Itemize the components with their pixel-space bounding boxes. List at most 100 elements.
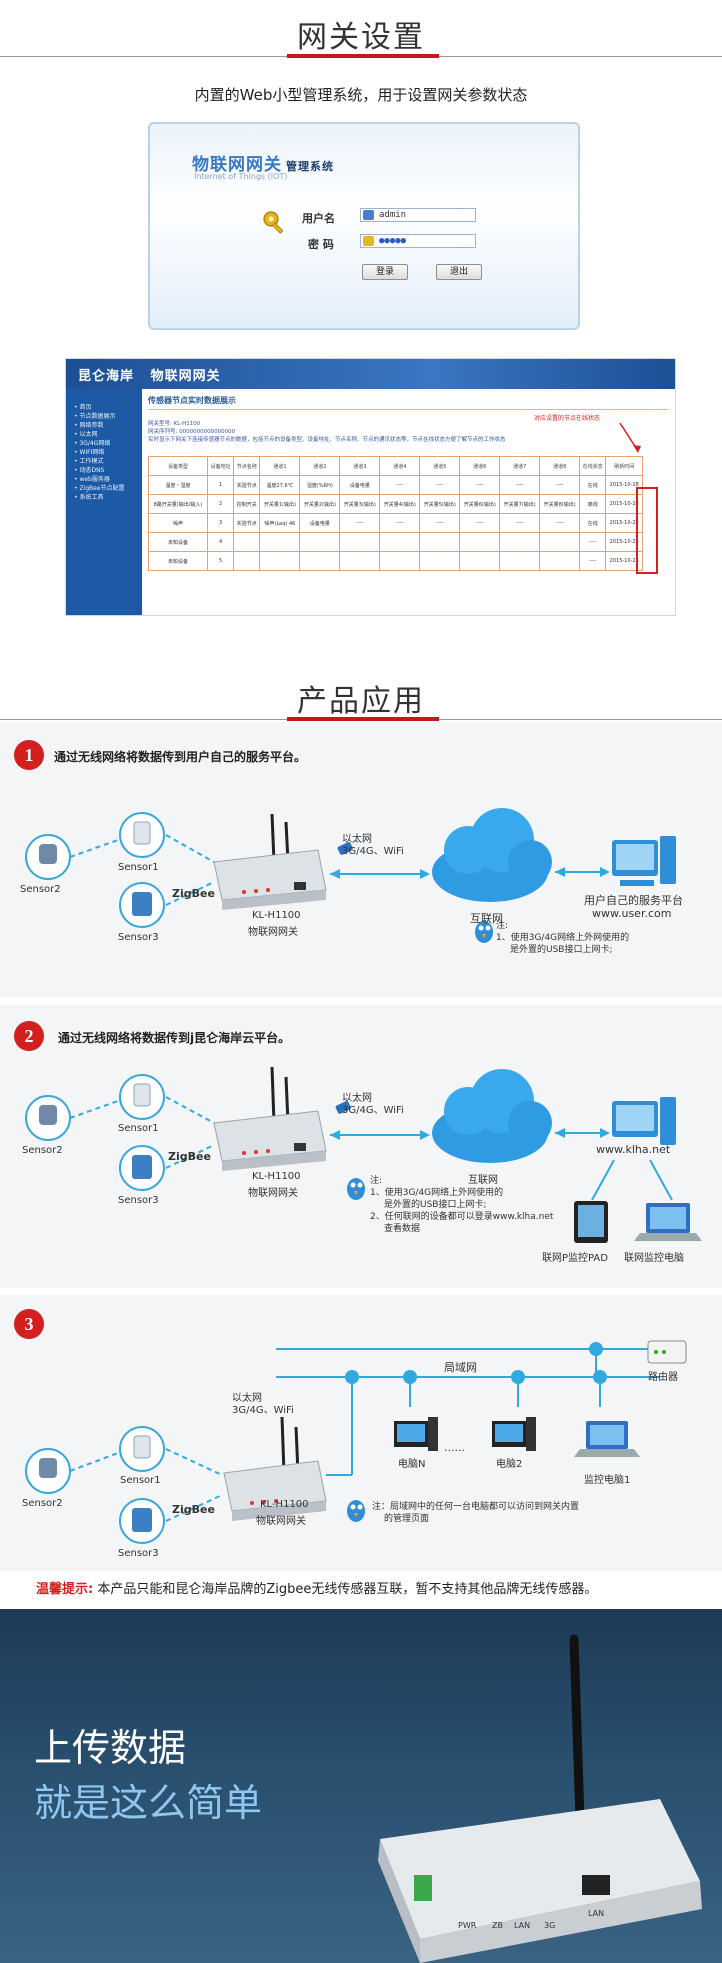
table-cell: ---- bbox=[499, 475, 541, 495]
step-number-2: 2 bbox=[14, 1021, 44, 1051]
note-title: 注: bbox=[370, 1176, 383, 1186]
table-cell: 开关量7(输出) bbox=[499, 494, 541, 514]
internet-label: 互联网 bbox=[470, 912, 503, 925]
table-cell: 设备电量 bbox=[299, 513, 341, 533]
cloud-icon bbox=[432, 808, 552, 902]
exit-button[interactable]: 退出 bbox=[436, 264, 482, 280]
sensor-icon bbox=[25, 1448, 71, 1494]
table-cell: 4 bbox=[206, 532, 235, 552]
table-header-cell: 在线状态 bbox=[579, 456, 607, 476]
table-header-cell: 节点名称 bbox=[233, 456, 261, 476]
admin-nav-item[interactable]: • 以太网 bbox=[74, 431, 98, 438]
admin-nav-item[interactable]: • 工作模式 bbox=[74, 458, 104, 465]
online-status-annotation: 对应设置的节点在线状态 bbox=[534, 415, 601, 422]
admin-nav-item[interactable]: • 节点数据展示 bbox=[74, 413, 116, 420]
table-cell: 2015-10-28 bbox=[605, 551, 643, 571]
admin-nav-item[interactable]: • 3G/4G网络 bbox=[74, 440, 111, 447]
link-label-ethernet: 以太网 bbox=[232, 1393, 262, 1404]
gateway-device-icon bbox=[223, 1416, 327, 1521]
admin-nav-item[interactable]: • ZigBee节点配置 bbox=[74, 485, 125, 492]
usb-modem-icon bbox=[335, 1101, 351, 1114]
password-input[interactable]: ●●●●● bbox=[360, 234, 476, 248]
table-cell: 开关量5(输出) bbox=[419, 494, 461, 514]
table-cell bbox=[419, 551, 461, 571]
note-line: 1、使用3G/4G网络上外网使用的 bbox=[496, 933, 630, 943]
login-panel: 物联网网关管理系统 Internet of Things (IOT) 用户名 a… bbox=[148, 122, 580, 330]
table-cell: 3 bbox=[206, 513, 235, 533]
admin-nav-item[interactable]: • 网络参数 bbox=[74, 422, 104, 429]
table-cell: ---- bbox=[379, 513, 421, 533]
admin-info: 网关型号: KL-H1100 网关序列号: 0000000000000000 实… bbox=[148, 420, 668, 444]
table-cell: 温度・湿度 bbox=[148, 475, 208, 495]
note-line: 2、任何联网的设备都可以登录www.klha.net bbox=[370, 1212, 554, 1222]
table-cell: 开关量3(输出) bbox=[339, 494, 381, 514]
table-header-cell: 设备地址 bbox=[206, 456, 235, 476]
info-line: 网关型号: KL-H1100 bbox=[148, 421, 201, 427]
port-label: 3G bbox=[544, 1921, 556, 1930]
table-cell: 2 bbox=[206, 494, 235, 514]
laptop-icon bbox=[634, 1203, 702, 1241]
admin-nav-item[interactable]: • 首页 bbox=[74, 404, 92, 411]
info-line: 网关序列号: 0000000000000000 bbox=[148, 429, 236, 435]
username-value: admin bbox=[379, 210, 407, 220]
login-brand-sub: Internet of Things (IOT) bbox=[194, 172, 288, 181]
annotation-arrow bbox=[619, 422, 641, 453]
table-header-cell: 通道8 bbox=[539, 456, 581, 476]
lan-label: 局域网 bbox=[444, 1361, 477, 1374]
laptop-icon bbox=[574, 1421, 640, 1457]
pad-label: 联网P监控PAD bbox=[542, 1253, 608, 1264]
table-cell: ---- bbox=[579, 551, 607, 571]
banner-line-1: 上传数据 bbox=[34, 1726, 187, 1770]
table-cell: ---- bbox=[539, 513, 581, 533]
sensor1-label: Sensor1 bbox=[118, 862, 159, 873]
table-header-cell: 设备类型 bbox=[148, 456, 208, 476]
admin-logo: 昆仑海岸 bbox=[78, 369, 135, 384]
table-cell bbox=[379, 551, 421, 571]
table-header-cell: 通道7 bbox=[499, 456, 541, 476]
table-cell: 开关量1(输出) bbox=[259, 494, 301, 514]
pc-n-label: 电脑N bbox=[398, 1459, 426, 1470]
admin-nav-item[interactable]: • 系统工具 bbox=[74, 494, 104, 501]
port-label: LAN bbox=[514, 1921, 531, 1930]
zigbee-label: ZigBee bbox=[172, 1503, 215, 1516]
gateway-model: KL-H1100 bbox=[252, 910, 301, 921]
step-number-1: 1 bbox=[14, 740, 44, 770]
warm-tip: 温馨提示: 本产品只能和昆仑海岸品牌的Zigbee无线传感器互联，暂不支持其他品… bbox=[0, 1571, 722, 1609]
table-cell: ---- bbox=[499, 513, 541, 533]
gateway-device-icon bbox=[213, 813, 327, 910]
sensor-icon bbox=[25, 1095, 71, 1141]
sensor1-label: Sensor1 bbox=[120, 1475, 161, 1486]
computer-icon bbox=[492, 1417, 536, 1451]
admin-nav-item[interactable]: • WIFI网络 bbox=[74, 449, 105, 456]
server-url: www.klha.net bbox=[596, 1143, 671, 1156]
admin-header: 昆仑海岸 物联网网关 bbox=[66, 359, 675, 389]
table-header-cell: 通道6 bbox=[459, 456, 501, 476]
sensor-icon bbox=[119, 882, 165, 928]
table-cell: 1 bbox=[206, 475, 235, 495]
note-line: 1、使用3G/4G网络上外网使用的 bbox=[370, 1188, 504, 1198]
table-header-cell: 刷新时间 bbox=[605, 456, 643, 476]
table-cell bbox=[379, 532, 421, 552]
note-line: 查看数据 bbox=[384, 1224, 421, 1234]
link-label-ethernet: 以太网 bbox=[342, 1093, 372, 1104]
gateway-model: KL-H1100 bbox=[260, 1499, 309, 1510]
table-cell: ---- bbox=[579, 532, 607, 552]
username-input[interactable]: admin bbox=[360, 208, 476, 222]
pc-1-label: 监控电脑1 bbox=[584, 1475, 631, 1486]
admin-nav-item[interactable]: • 动态DNS bbox=[74, 467, 105, 474]
table-cell: 在线 bbox=[579, 513, 607, 533]
warm-tip-label: 温馨提示: bbox=[36, 1582, 94, 1597]
port-label: LAN bbox=[588, 1909, 605, 1918]
gateway-device-icon bbox=[213, 1066, 327, 1171]
table-cell bbox=[459, 551, 501, 571]
computer-icon bbox=[612, 1097, 676, 1145]
application-3: 3 bbox=[0, 1295, 722, 1571]
section-underline bbox=[287, 54, 439, 58]
warm-tip-text: 本产品只能和昆仑海岸品牌的Zigbee无线传感器互联，暂不支持其他品牌无线传感器… bbox=[97, 1582, 598, 1597]
admin-app-title: 物联网网关 bbox=[150, 369, 221, 384]
login-button[interactable]: 登录 bbox=[362, 264, 408, 280]
admin-nav-item[interactable]: • web服务器 bbox=[74, 476, 110, 483]
table-cell bbox=[539, 532, 581, 552]
